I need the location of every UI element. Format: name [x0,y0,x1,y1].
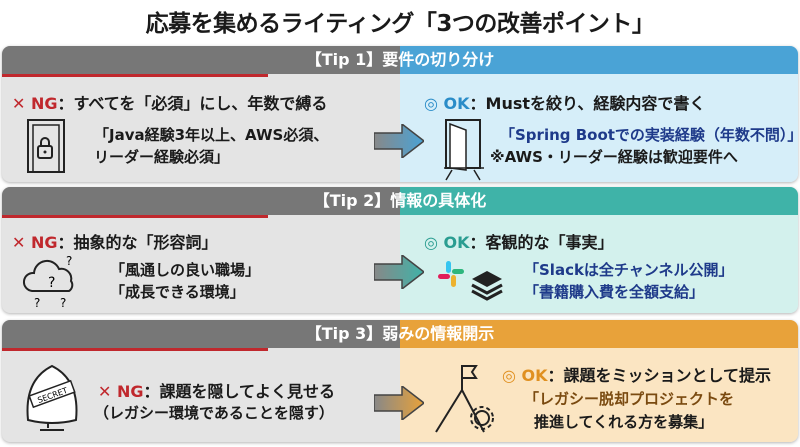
tip-3-panel: 【Tip 3】弱みの情報開示 SECRET ✕ NG：課題を隠してよく見せる （… [2,320,798,442]
ok-mark: ◎ OK [424,94,470,113]
ok-label: ：客観的な「事実」 [469,233,614,252]
ok-example-line: 「Slackは全チャンネル公開」 [524,261,734,279]
divider [2,74,268,77]
ng-example-line: リーダー経験必須」 [94,148,230,166]
ng-heading: ✕ NG：すべてを「必須」にし、年数で縛る [12,90,327,114]
ng-label: ：抽象的な「形容詞」 [57,233,218,252]
tip-1-header: 【Tip 1】要件の切り分け [2,46,798,74]
slack-icon [438,261,464,287]
svg-text:?: ? [34,296,40,309]
svg-text:?: ? [60,296,66,309]
arrow-right-icon [374,386,424,420]
ok-note-line: ※AWS・リーダー経験は歓迎要件へ [490,148,738,166]
ok-mark: ◎ OK [424,233,470,252]
ok-example-line: 「書籍購入費を全額支給」 [524,283,705,301]
arrow-right-icon [374,124,424,158]
ok-example-line: 「Spring Bootでの実装経験（年数不問）」 [500,126,798,144]
ng-label: ：すべてを「必須」にし、年数で縛る [57,94,328,113]
ok-label: ：Mustを絞り、経験内容で書く [469,94,706,113]
ng-mark: ✕ NG [12,233,58,252]
ok-heading: ◎ OK：Mustを絞り、経験内容で書く [424,90,705,114]
ok-heading: ◎ OK：課題をミッションとして提示 [502,362,771,386]
mountain-flag-gear-icon [435,365,494,433]
ng-label: ：課題を隠してよく見せる [143,382,336,401]
ng-example-line: 「成長できる環境」 [110,283,245,301]
question-cloud-icon: ???? [23,254,74,309]
ok-example-line: 「レガシー脱却プロジェクトを [524,390,735,408]
arrow-right-icon [374,255,424,289]
ng-example-line: 「Java経験3年以上、AWS必須、 [94,126,329,144]
secret-cover-icon: SECRET [26,364,78,431]
tip-2-panel: 【Tip 2】情報の具体化 ✕ NG：抽象的な「形容詞」 ???? 「風通しの良… [2,187,798,313]
divider [2,348,268,351]
svg-text:?: ? [48,275,55,291]
ng-heading: ✕ NG：課題を隠してよく見せる [98,378,335,402]
divider [2,215,268,218]
tip-2-header: 【Tip 2】情報の具体化 [2,187,798,215]
ng-mark: ✕ NG [12,94,58,113]
ng-mark: ✕ NG [98,382,144,401]
ok-mark: ◎ OK [502,366,548,385]
tip-1-panel: 【Tip 1】要件の切り分け ✕ NG：すべてを「必須」にし、年数で縛る 「Ja… [2,46,798,182]
tip-3-header: 【Tip 3】弱みの情報開示 [2,320,798,348]
ng-example-line: （レガシー環境であることを隠す） [94,404,334,422]
locked-door-icon [27,119,65,173]
ok-label: ：課題をミッションとして提示 [547,366,772,385]
ng-heading: ✕ NG：抽象的な「形容詞」 [12,229,218,253]
svg-text:?: ? [66,254,72,268]
books-icon [471,271,503,301]
page-title: 応募を集めるライティング「3つの改善ポイント」 [145,11,655,37]
open-door-icon [444,119,484,181]
ok-example-line: 推進してくれる方を募集」 [534,413,714,431]
ng-example-line: 「風通しの良い職場」 [110,261,261,279]
ok-heading: ◎ OK：客観的な「事実」 [424,229,614,253]
